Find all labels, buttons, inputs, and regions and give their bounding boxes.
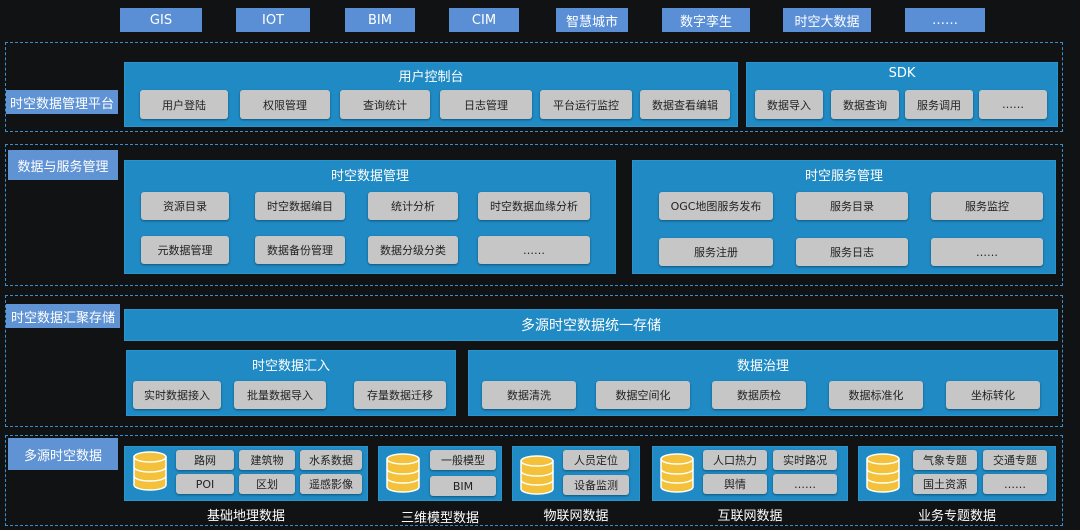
btn-permission-mgmt[interactable]: 权限管理 bbox=[240, 90, 330, 119]
btn-internet-more[interactable]: …… bbox=[773, 474, 837, 494]
btn-statistical-analysis[interactable]: 统计分析 bbox=[368, 192, 458, 220]
btn-service-more[interactable]: …… bbox=[931, 238, 1043, 266]
btn-query-stats[interactable]: 查询统计 bbox=[340, 90, 430, 119]
btn-service-call[interactable]: 服务调用 bbox=[905, 90, 973, 119]
tag-spatiotemporal-bigdata: 时空大数据 bbox=[783, 8, 871, 32]
database-icon bbox=[660, 453, 694, 493]
btn-platform-monitor[interactable]: 平台运行监控 bbox=[540, 90, 632, 119]
btn-general-model[interactable]: 一般模型 bbox=[430, 450, 496, 470]
btn-traffic-topic[interactable]: 交通专题 bbox=[983, 450, 1047, 470]
btn-business-more[interactable]: …… bbox=[983, 474, 1047, 494]
btn-service-register[interactable]: 服务注册 bbox=[659, 238, 773, 266]
layer3-label: 时空数据汇聚存储 bbox=[6, 304, 120, 328]
btn-service-catalog[interactable]: 服务目录 bbox=[796, 192, 908, 220]
database-icon bbox=[520, 455, 554, 495]
governance-title: 数据治理 bbox=[736, 359, 789, 374]
btn-weather-topic[interactable]: 气象专题 bbox=[913, 450, 977, 470]
btn-data-import[interactable]: 数据导入 bbox=[755, 90, 823, 119]
btn-user-login[interactable]: 用户登陆 bbox=[140, 90, 228, 119]
layer-aggregation-storage bbox=[5, 295, 1063, 427]
btn-device-monitor[interactable]: 设备监测 bbox=[563, 475, 629, 495]
tag-iot: IOT bbox=[236, 8, 310, 32]
btn-grading-classification[interactable]: 数据分级分类 bbox=[368, 236, 458, 264]
btn-bim-model[interactable]: BIM bbox=[430, 476, 496, 496]
layer2-label: 数据与服务管理 bbox=[8, 150, 118, 180]
btn-data-view-edit[interactable]: 数据查看编辑 bbox=[640, 90, 730, 119]
tag-digital-twin: 数字孪生 bbox=[662, 8, 750, 32]
layer4-label: 多源时空数据 bbox=[8, 438, 118, 470]
btn-backup-mgmt[interactable]: 数据备份管理 bbox=[255, 236, 345, 264]
btn-water-system[interactable]: 水系数据 bbox=[300, 450, 362, 470]
tag-cim: CIM bbox=[449, 8, 519, 32]
btn-road-network[interactable]: 路网 bbox=[176, 450, 234, 470]
btn-buildings[interactable]: 建筑物 bbox=[239, 450, 295, 470]
btn-data-cataloging[interactable]: 时空数据编目 bbox=[255, 192, 345, 220]
btn-metadata-mgmt[interactable]: 元数据管理 bbox=[141, 236, 229, 264]
unified-storage-bar: 多源时空数据统一存储 bbox=[124, 309, 1058, 341]
btn-remote-sensing[interactable]: 遥感影像 bbox=[300, 474, 362, 494]
layer-management-platform bbox=[5, 42, 1063, 132]
btn-spatialization[interactable]: 数据空间化 bbox=[596, 381, 690, 409]
btn-stock-migration[interactable]: 存量数据迁移 bbox=[354, 381, 446, 409]
btn-service-log[interactable]: 服务日志 bbox=[796, 238, 908, 266]
btn-realtime-ingest[interactable]: 实时数据接入 bbox=[133, 381, 221, 409]
tag-bim: BIM bbox=[345, 8, 415, 32]
database-icon bbox=[866, 453, 900, 493]
caption-3d-model: 三维模型数据 bbox=[400, 511, 479, 526]
user-console-title: 用户控制台 bbox=[398, 70, 464, 85]
btn-log-mgmt[interactable]: 日志管理 bbox=[440, 90, 532, 119]
caption-basic-geo: 基础地理数据 bbox=[206, 509, 285, 524]
btn-sdk-more[interactable]: …… bbox=[979, 90, 1047, 119]
layer-multisource-data bbox=[5, 435, 1063, 526]
layer1-label: 时空数据管理平台 bbox=[6, 90, 118, 114]
btn-data-cleaning[interactable]: 数据清洗 bbox=[482, 381, 576, 409]
btn-ogc-publish[interactable]: OGC地图服务发布 bbox=[659, 192, 773, 220]
btn-poi[interactable]: POI bbox=[176, 474, 234, 494]
btn-resource-catalog[interactable]: 资源目录 bbox=[141, 192, 229, 220]
btn-coordinate-transform[interactable]: 坐标转化 bbox=[946, 381, 1040, 409]
btn-population-heat[interactable]: 人口热力 bbox=[703, 450, 767, 470]
btn-divisions[interactable]: 区划 bbox=[239, 474, 295, 494]
ingest-title: 时空数据汇入 bbox=[251, 359, 330, 374]
caption-iot: 物联网数据 bbox=[543, 509, 609, 524]
tag-smart-city: 智慧城市 bbox=[556, 8, 628, 32]
btn-personnel-location[interactable]: 人员定位 bbox=[563, 450, 629, 470]
caption-business: 业务专题数据 bbox=[917, 509, 996, 524]
btn-data-query[interactable]: 数据查询 bbox=[831, 90, 899, 119]
btn-public-opinion[interactable]: 舆情 bbox=[703, 474, 767, 494]
btn-data-lineage[interactable]: 时空数据血缘分析 bbox=[478, 192, 590, 220]
tag-more: …… bbox=[905, 8, 985, 32]
tag-gis: GIS bbox=[120, 8, 202, 32]
database-icon bbox=[133, 451, 167, 491]
btn-service-monitor[interactable]: 服务监控 bbox=[931, 192, 1043, 220]
btn-land-resources[interactable]: 国土资源 bbox=[913, 474, 977, 494]
btn-standardization[interactable]: 数据标准化 bbox=[829, 381, 923, 409]
caption-internet: 互联网数据 bbox=[717, 509, 783, 524]
btn-data-mgmt-more[interactable]: …… bbox=[478, 236, 590, 264]
service-mgmt-title: 时空服务管理 bbox=[804, 169, 883, 184]
layer-data-service-mgmt bbox=[5, 144, 1063, 286]
btn-realtime-traffic[interactable]: 实时路况 bbox=[773, 450, 837, 470]
btn-quality-check[interactable]: 数据质检 bbox=[712, 381, 806, 409]
database-icon bbox=[386, 453, 420, 493]
sdk-title: SDK bbox=[888, 66, 916, 81]
data-mgmt-title: 时空数据管理 bbox=[330, 169, 409, 184]
btn-batch-import[interactable]: 批量数据导入 bbox=[234, 381, 326, 409]
